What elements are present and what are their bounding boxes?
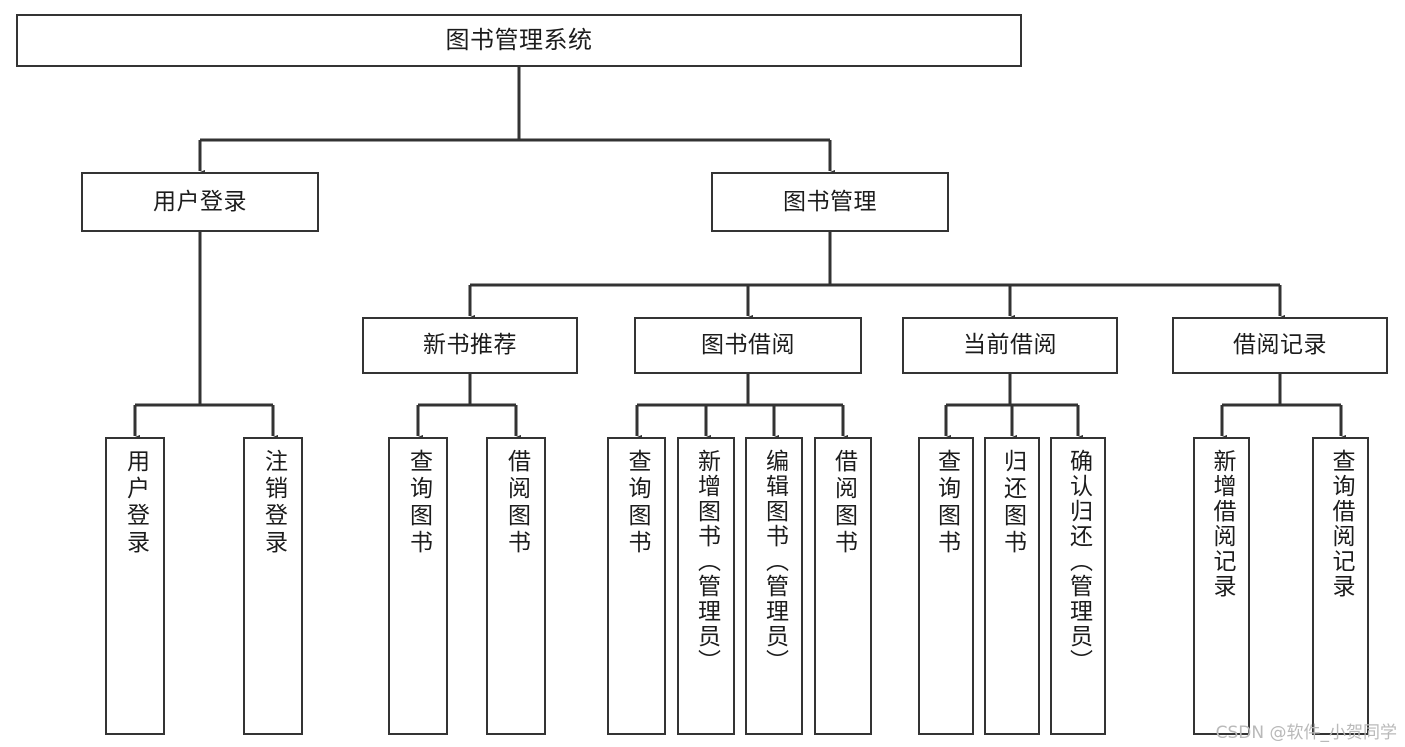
node-leaf-logout[interactable]: 注销登录 [243,437,303,735]
node-leaf-query-book-label: 查询图书 [624,449,650,557]
node-book-borrow-label: 图书借阅 [701,332,795,359]
node-leaf-query-book-rec[interactable]: 查询图书 [388,437,448,735]
node-leaf-return-book[interactable]: 归还图书 [984,437,1040,735]
node-leaf-add-record-label: 新增借阅记录 [1209,449,1235,599]
node-leaf-query-book-cur[interactable]: 查询图书 [918,437,974,735]
node-leaf-confirm-return-label: 确认归还（管理员） [1065,449,1092,674]
node-leaf-edit-book-label: 编辑图书（管理员） [761,449,788,674]
csdn-watermark: CSDN @软件_小贺同学 [1215,723,1397,743]
node-new-book-rec[interactable]: 新书推荐 [362,317,578,374]
node-leaf-user-login[interactable]: 用户登录 [105,437,165,735]
node-leaf-query-record-label: 查询借阅记录 [1328,449,1354,599]
node-leaf-edit-book[interactable]: 编辑图书（管理员） [745,437,803,735]
node-book-manage[interactable]: 图书管理 [711,172,949,232]
node-leaf-query-record[interactable]: 查询借阅记录 [1312,437,1369,735]
node-borrow-record[interactable]: 借阅记录 [1172,317,1388,374]
node-leaf-confirm-return[interactable]: 确认归还（管理员） [1050,437,1106,735]
node-current-borrow-label: 当前借阅 [963,332,1057,359]
node-root-label: 图书管理系统 [445,25,593,54]
node-leaf-borrow-book-label: 借阅图书 [830,449,857,557]
node-leaf-query-book-rec-label: 查询图书 [405,449,432,557]
node-leaf-add-book[interactable]: 新增图书（管理员） [677,437,735,735]
node-leaf-query-book[interactable]: 查询图书 [607,437,666,735]
node-new-book-rec-label: 新书推荐 [423,332,517,359]
node-leaf-add-record[interactable]: 新增借阅记录 [1193,437,1250,735]
node-leaf-add-book-label: 新增图书（管理员） [693,449,720,674]
node-leaf-borrow-book-rec[interactable]: 借阅图书 [486,437,546,735]
node-leaf-borrow-book[interactable]: 借阅图书 [814,437,872,735]
node-root[interactable]: 图书管理系统 [16,14,1022,67]
node-user-login-label: 用户登录 [153,188,247,215]
node-current-borrow[interactable]: 当前借阅 [902,317,1118,374]
node-leaf-logout-label: 注销登录 [260,449,287,557]
node-leaf-return-book-label: 归还图书 [999,449,1026,557]
node-book-manage-label: 图书管理 [783,188,877,215]
node-leaf-user-login-label: 用户登录 [122,449,149,557]
node-user-login[interactable]: 用户登录 [81,172,319,232]
node-borrow-record-label: 借阅记录 [1233,332,1327,359]
node-book-borrow[interactable]: 图书借阅 [634,317,862,374]
node-leaf-query-book-cur-label: 查询图书 [933,449,960,557]
node-leaf-borrow-book-rec-label: 借阅图书 [503,449,530,557]
